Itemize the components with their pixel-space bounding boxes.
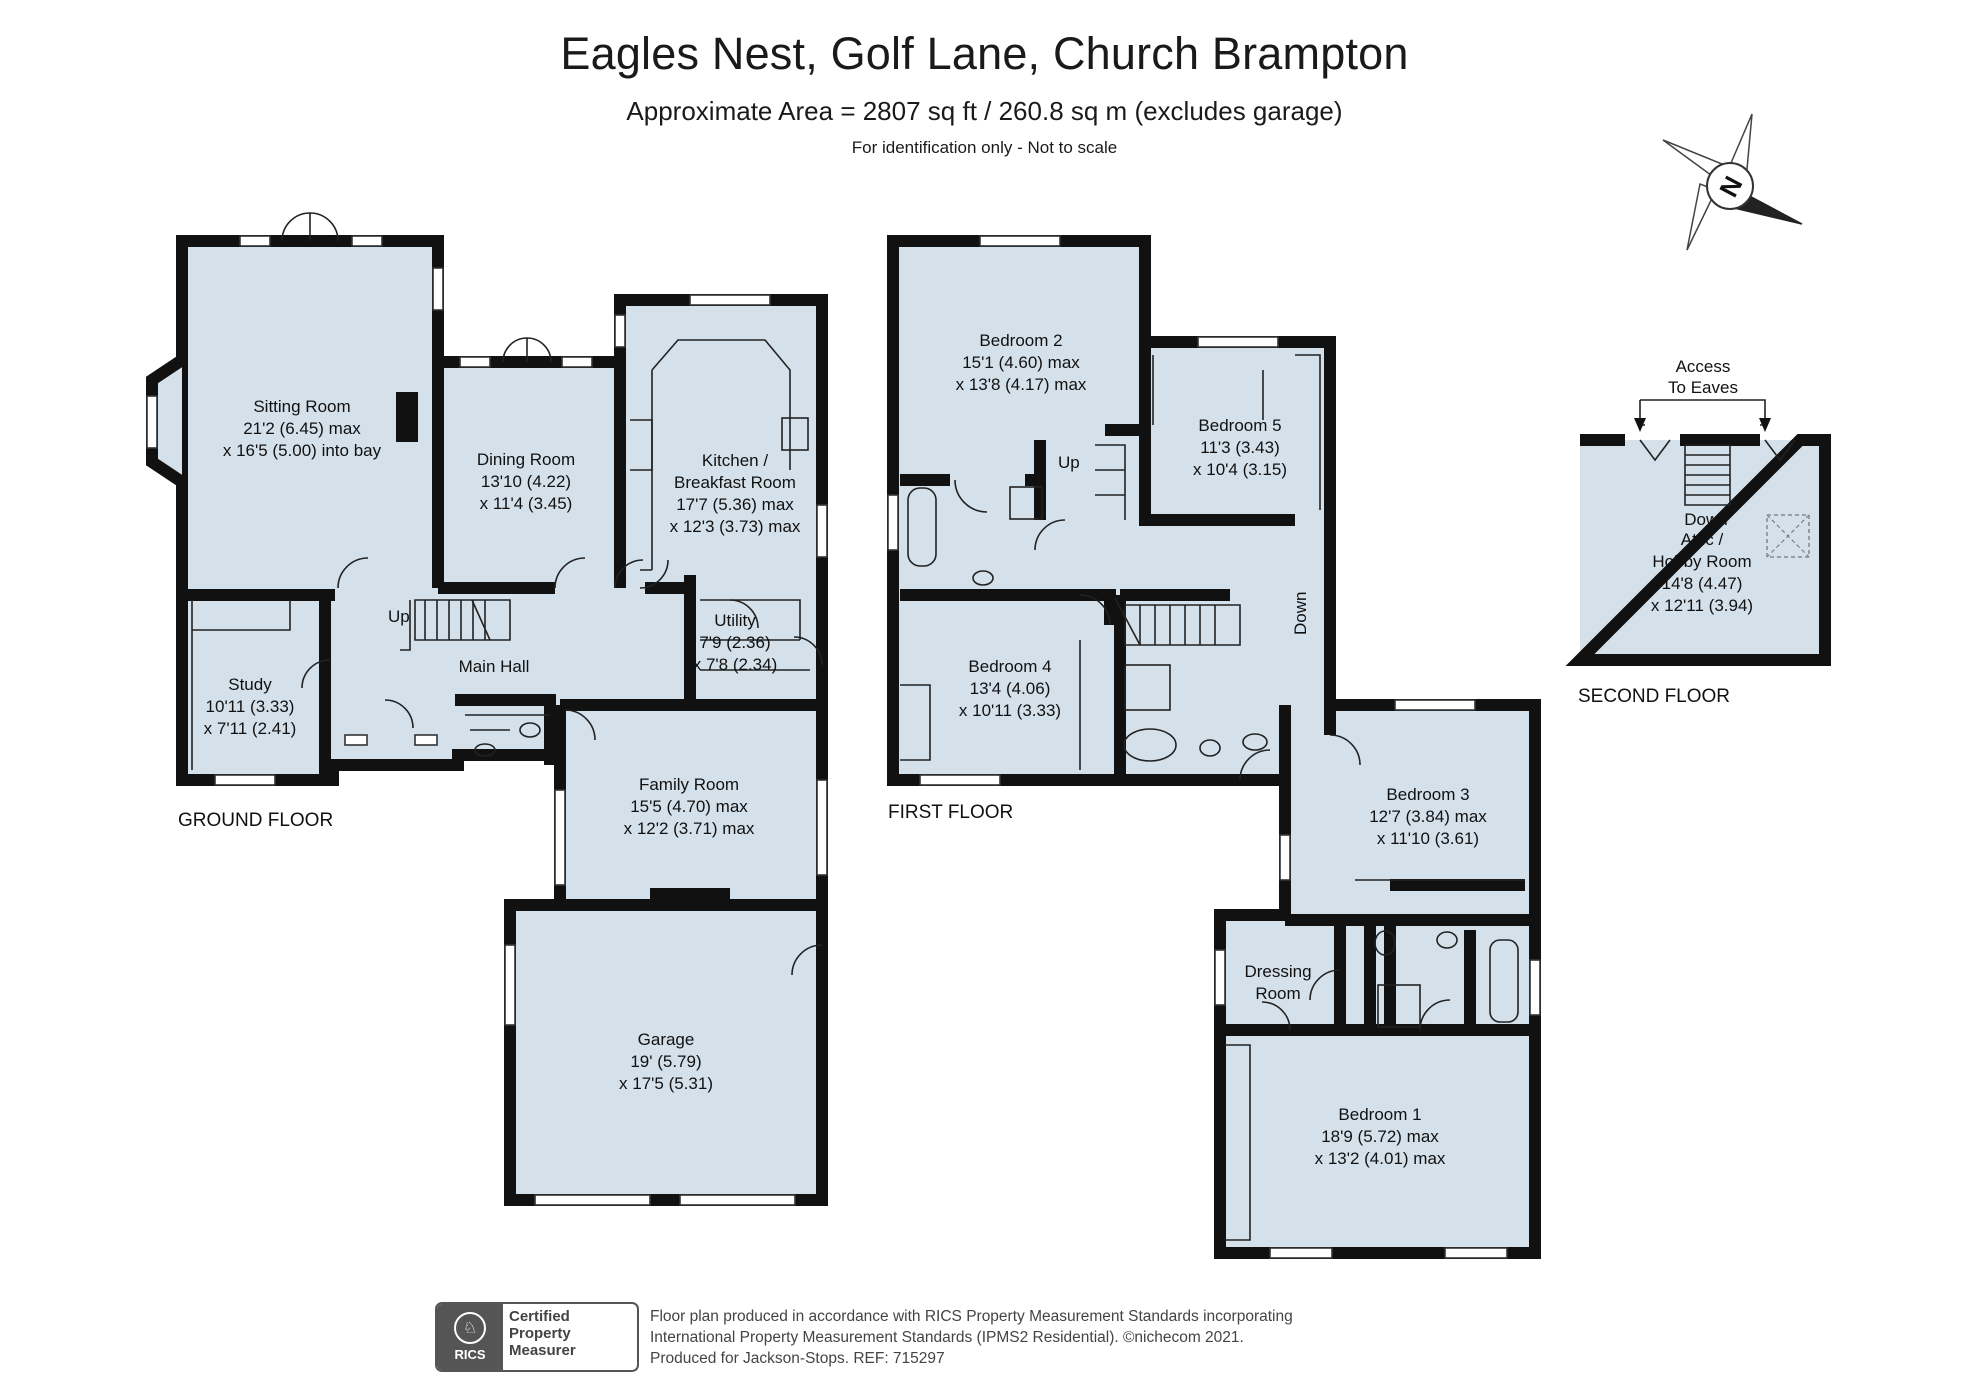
rics-seal-icon: ♘ [454,1312,486,1344]
rics-logo: ♘ RICS [437,1304,503,1370]
svg-text:Bedroom 413'4 (4.06)x 10'11 (3: Bedroom 413'4 (4.06)x 10'11 (3.33) [959,657,1061,720]
footer-line: Floor plan produced in accordance with R… [650,1308,1293,1325]
second-floor-plan [1565,399,1831,666]
footer-line: International Property Measurement Stand… [650,1329,1244,1346]
plan-title: Eagles Nest, Golf Lane, Church Brampton [560,28,1409,79]
garage-name: Garage [638,1030,695,1049]
main-hall-name: Main Hall [459,657,530,676]
rics-logo-text: RICS [454,1347,486,1362]
rics-badge: ♘ RICS Certified Property Measurer [435,1302,639,1372]
bedroom5-name: Bedroom 5 [1198,416,1281,435]
bedroom2-name: Bedroom 2 [979,331,1062,350]
first-floor-plan [887,235,1541,1259]
stairs-up-first-label: Up [1058,453,1080,472]
attic-name: Attic / [1681,530,1724,549]
stairs-down-first-label: Down [1291,592,1310,635]
utility-name: Utility [714,611,756,630]
bedroom4-name: Bedroom 4 [968,657,1051,676]
disclaimer-note: For identification only - Not to scale [851,138,1118,157]
sitting-room-name: Sitting Room [253,397,350,416]
bedroom1-name: Bedroom 1 [1338,1105,1421,1124]
kitchen-name: Kitchen / [702,451,768,470]
bedroom3-name: Bedroom 3 [1386,785,1469,804]
footer-line: Produced for Jackson-Stops. REF: 715297 [650,1350,945,1367]
study-name: Study [228,675,272,694]
dining-room-name: Dining Room [477,450,575,469]
family-room-name: Family Room [639,775,739,794]
stairs-up-ground-label: Up [388,607,410,626]
footer-disclaimer: Floor plan produced in accordance with R… [650,1306,1293,1369]
stairs-down-second-label: Down [1684,510,1727,529]
svg-text:Bedroom 511'3 (3.43)x 10'4 (3.: Bedroom 511'3 (3.43)x 10'4 (3.15) [1193,416,1287,479]
dressing-room-name: Dressing [1244,962,1311,981]
area-subtitle: Approximate Area = 2807 sq ft / 260.8 sq… [626,96,1343,126]
rics-certified-text: Certified Property Measurer [509,1308,576,1359]
ground-floor-label: GROUND FLOOR [178,810,333,831]
first-floor-label: FIRST FLOOR [888,802,1013,823]
compass-icon: N [1662,113,1803,251]
ground-floor-plan [146,212,828,1206]
access-eaves-label: Access [1676,357,1731,376]
second-floor-label: SECOND FLOOR [1578,686,1730,707]
